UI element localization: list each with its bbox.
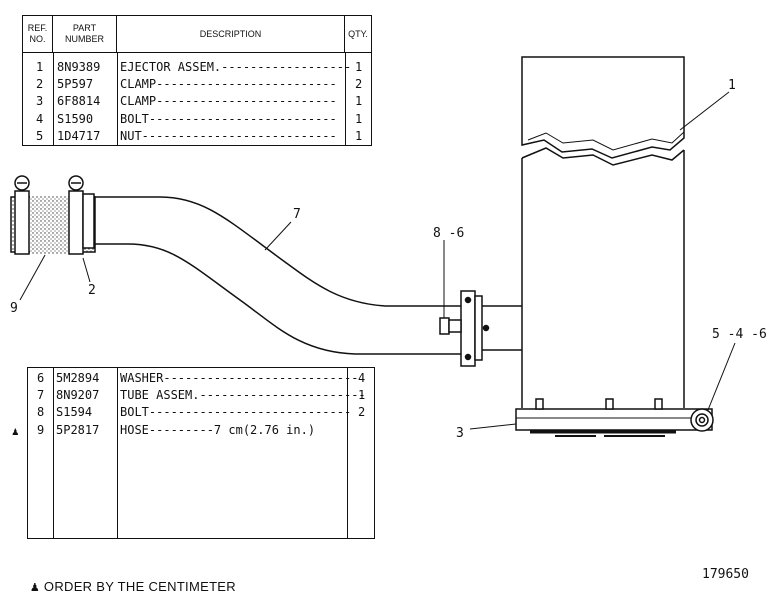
footnote-text: ORDER BY THE CENTIMETER bbox=[40, 579, 236, 594]
callout-2: 2 bbox=[88, 283, 96, 298]
qty-cell: 1 bbox=[358, 388, 366, 402]
header-ref-no: REF. NO. bbox=[23, 16, 53, 52]
table-row: 8 S1594 BOLT----------------------------… bbox=[28, 405, 374, 421]
desc-cell: TUBE ASSEM.----------------------- bbox=[120, 388, 366, 402]
qty-cell: 1 bbox=[355, 112, 363, 126]
table-row: 7 8N9207 TUBE ASSEM.--------------------… bbox=[28, 388, 374, 404]
callout-3: 3 bbox=[456, 426, 464, 441]
col-divider-1 bbox=[53, 52, 54, 145]
ref-cell: 6 bbox=[37, 371, 45, 385]
hose bbox=[10, 190, 96, 255]
ref-cell: 7 bbox=[37, 388, 45, 402]
flange-bolt-icon bbox=[439, 240, 462, 335]
figure-number: 179650 bbox=[702, 567, 749, 582]
qty-cell: 2 bbox=[355, 77, 363, 91]
ref-cell: 8 bbox=[37, 405, 45, 419]
part-cell: 8N9207 bbox=[56, 388, 100, 402]
ejector-body-lower bbox=[521, 147, 685, 408]
table-row: 9 5P2817 HOSE---------7 cm(2.76 in.) bbox=[28, 423, 374, 439]
qty-cell: 2 bbox=[358, 405, 366, 419]
table-row: 6 5M2894 WASHER-------------------------… bbox=[28, 371, 374, 387]
ref-cell: 2 bbox=[36, 77, 44, 91]
desc-cell: BOLT-------------------------- bbox=[120, 112, 337, 126]
clamp-nut-icon bbox=[690, 408, 714, 432]
ejector-body-upper bbox=[521, 56, 685, 159]
table-row: 2 5P597 CLAMP------------------------- 2 bbox=[23, 77, 371, 93]
footnote: ♟ ORDER BY THE CENTIMETER bbox=[22, 564, 236, 594]
qty-cell: 1 bbox=[355, 60, 363, 74]
col-divider-3 bbox=[347, 368, 348, 538]
ref-cell: 1 bbox=[36, 60, 44, 74]
desc-cell: CLAMP------------------------- bbox=[120, 94, 337, 108]
order-by-cm-icon: ♟ bbox=[29, 582, 40, 594]
tube-flange bbox=[460, 290, 522, 367]
ref-cell: 9 bbox=[37, 423, 45, 437]
table-row: 5 1D4717 NUT--------------------------- … bbox=[23, 129, 371, 145]
table-row: 4 S1590 BOLT-------------------------- 1 bbox=[23, 112, 371, 128]
callout-8-6: 8 -6 bbox=[433, 226, 465, 241]
callout-5-4-6: 5 -4 -6 bbox=[712, 327, 767, 342]
clamp-band bbox=[515, 398, 713, 437]
header-divider bbox=[23, 52, 371, 53]
desc-cell: HOSE---------7 cm(2.76 in.) bbox=[120, 423, 316, 437]
tube-assembly bbox=[94, 196, 461, 355]
leader-lines bbox=[19, 91, 736, 430]
desc-cell: CLAMP------------------------- bbox=[120, 77, 337, 91]
part-cell: S1594 bbox=[56, 405, 93, 419]
header-part-number: PART NUMBER bbox=[53, 16, 117, 52]
col-divider-2 bbox=[117, 52, 118, 145]
parts-table-bottom: 6 5M2894 WASHER-------------------------… bbox=[27, 367, 375, 539]
col-divider-2 bbox=[117, 368, 118, 538]
desc-cell: NUT--------------------------- bbox=[120, 129, 337, 143]
callout-9: 9 bbox=[10, 301, 18, 316]
parts-table-top: REF. NO. PART NUMBER DESCRIPTION QTY. 1 … bbox=[22, 15, 372, 146]
hose-clamp-screw-icon bbox=[14, 175, 84, 191]
qty-cell: 4 bbox=[358, 371, 366, 385]
part-cell: S1590 bbox=[57, 112, 94, 126]
part-cell: 5P2817 bbox=[56, 423, 100, 437]
desc-cell: BOLT---------------------------- bbox=[120, 405, 352, 419]
header-description: DESCRIPTION bbox=[117, 16, 345, 52]
col-divider-3 bbox=[345, 52, 346, 145]
col-divider-1 bbox=[53, 368, 54, 538]
part-cell: 1D4717 bbox=[57, 129, 101, 143]
ref-cell: 5 bbox=[36, 129, 44, 143]
part-cell: 6F8814 bbox=[57, 94, 101, 108]
part-cell: 5P597 bbox=[57, 77, 94, 91]
desc-cell: EJECTOR ASSEM.------------------ bbox=[120, 60, 352, 74]
callout-7: 7 bbox=[293, 207, 301, 222]
part-cell: 5M2894 bbox=[56, 371, 100, 385]
table-row: 1 8N9389 EJECTOR ASSEM.-----------------… bbox=[23, 60, 371, 76]
order-by-cm-marker: ♟ bbox=[12, 425, 19, 438]
desc-cell: WASHER--------------------------- bbox=[120, 371, 359, 385]
table-row: 3 6F8814 CLAMP------------------------- … bbox=[23, 94, 371, 110]
header-qty: QTY. bbox=[348, 28, 368, 39]
callout-1: 1 bbox=[728, 78, 736, 93]
qty-cell: 1 bbox=[355, 129, 363, 143]
qty-cell: 1 bbox=[355, 94, 363, 108]
ref-cell: 3 bbox=[36, 94, 44, 108]
ref-cell: 4 bbox=[36, 112, 44, 126]
part-cell: 8N9389 bbox=[57, 60, 101, 74]
